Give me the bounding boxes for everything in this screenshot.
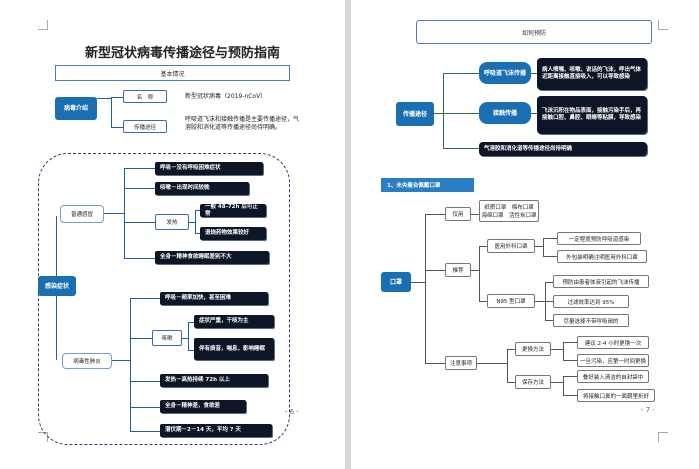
mask-section-banner: 1、未央着合佩戴口罩 bbox=[381, 178, 474, 192]
cold-fever-node: 发热 bbox=[155, 214, 189, 230]
n95-mask-node: N95 型口罩 bbox=[487, 294, 535, 308]
pneumonia-cough-node: 咳嗽 bbox=[152, 330, 182, 346]
pneumonia-node: 病毒性肺炎 bbox=[62, 353, 112, 369]
page-title: 新型冠状病毒传播途径与预防指南 bbox=[85, 46, 281, 61]
crop-mark bbox=[658, 432, 668, 442]
pneumonia-breathing: 呼吸－频率加快，甚至困难 bbox=[160, 292, 268, 305]
replace-method-node: 更换方法 bbox=[515, 342, 551, 356]
transmission-node: 传播途径 bbox=[396, 102, 434, 126]
crop-mark bbox=[658, 20, 668, 30]
surgical-item-2: 外包装明确注明医用外科口罩 bbox=[557, 250, 647, 263]
store-method-node: 保存方法 bbox=[515, 375, 551, 389]
droplet-desc: 病人喷嚏、咳嗽、说话的飞沫，呼出气体近距离接触直接吸入，可以导致感染 bbox=[537, 58, 647, 90]
common-cold-node: 普通感冒 bbox=[60, 205, 104, 223]
use-item-2: 海绵口罩 活性炭口罩 bbox=[481, 213, 537, 219]
use-items: 纸质口罩 棉布口罩 海绵口罩 活性炭口罩 bbox=[479, 200, 539, 222]
pneumonia-cough-item-1: 症状严重，干咳为主 bbox=[194, 315, 274, 328]
pneumonia-cough-item-2: 伴有痰音，喘息，影响睡眠 bbox=[194, 338, 274, 360]
symptoms-container bbox=[38, 153, 290, 445]
cold-cough: 咳嗽－出现时间较晚 bbox=[155, 182, 249, 195]
pneumonia-fever: 发热－高热持续 72h 以上 bbox=[160, 374, 268, 387]
use-item-1: 纸质口罩 棉布口罩 bbox=[484, 205, 534, 211]
replace-item-1: 建议 2-4 小时更换一次 bbox=[577, 336, 649, 349]
route-value: 呼吸道飞沫和接触传播是主要传播途径，气溶胶和消化道等传播途径尚待明确。 bbox=[185, 116, 300, 131]
n95-item-2: 过滤效率达到 95% bbox=[553, 295, 629, 308]
crop-mark bbox=[38, 20, 48, 30]
contact-node: 接触传播 bbox=[479, 102, 531, 124]
section-header-prevention: 如何预防 bbox=[416, 20, 652, 44]
virus-intro-node: 病毒介绍 bbox=[55, 97, 97, 120]
notes-node: 注意事项 bbox=[445, 356, 477, 370]
cold-fever-item-2: 退烧药物效果较好 bbox=[200, 227, 266, 240]
store-item-2: 将接触口鼻的一面朝里折好 bbox=[577, 389, 655, 402]
section-header-basic: 基本情况 bbox=[55, 65, 290, 81]
pneumonia-general: 全身－精神差，食欲差 bbox=[160, 400, 246, 413]
recommend-node: 推荐 bbox=[445, 263, 471, 277]
use-node: 仅用 bbox=[445, 207, 471, 221]
cold-breathing: 呼吸－没有呼吸困难症状 bbox=[155, 162, 263, 175]
pneumonia-incubation: 潜伏期－2－14 天，平均 7 天 bbox=[160, 424, 272, 437]
page-number-right: - 7 - bbox=[641, 406, 655, 414]
cold-general: 全身－精神食欲睡眠差别不大 bbox=[155, 251, 269, 264]
n95-item-3: 尽量选择不带呼吸阀的 bbox=[553, 314, 629, 327]
route-label: 传播途径 bbox=[123, 120, 167, 133]
left-page: 新型冠状病毒传播途径与预防指南 基本情况 病毒介绍 名 称 新型冠状病毒（201… bbox=[0, 0, 345, 469]
name-label: 名 称 bbox=[123, 90, 167, 103]
surgical-item-1: 一定程度预防呼吸道感染 bbox=[557, 232, 641, 245]
contact-desc: 飞沫沉积在物品表面，接触污染手后，再接触口腔、鼻腔、眼睛等粘膜，导致感染 bbox=[537, 96, 647, 134]
droplet-node: 呼吸道飞沫传播 bbox=[479, 62, 531, 84]
store-item-1: 叠好装入清洁的自封袋中 bbox=[577, 370, 649, 383]
page-number-left: - 6 - bbox=[285, 408, 299, 416]
n95-item-1: 预防由患者体液引起的飞沫传播 bbox=[553, 275, 649, 288]
other-routes: 气溶胶和消化道等传播途径尚待明确 bbox=[479, 142, 647, 156]
mask-node: 口罩 bbox=[381, 272, 411, 292]
symptoms-node: 感染症状 bbox=[38, 276, 76, 296]
name-value: 新型冠状病毒（2019-nCoV） bbox=[185, 93, 267, 100]
right-page: 如何预防 传播途径 呼吸道飞沫传播 病人喷嚏、咳嗽、说话的飞沫，呼出气体近距离接… bbox=[351, 0, 699, 469]
replace-item-2: 一旦污染，应第一时间更换 bbox=[577, 354, 649, 367]
cold-fever-item-1: 一般 48-72h 后可正常 bbox=[200, 204, 266, 217]
surgical-mask-node: 医用外科口罩 bbox=[487, 239, 535, 253]
